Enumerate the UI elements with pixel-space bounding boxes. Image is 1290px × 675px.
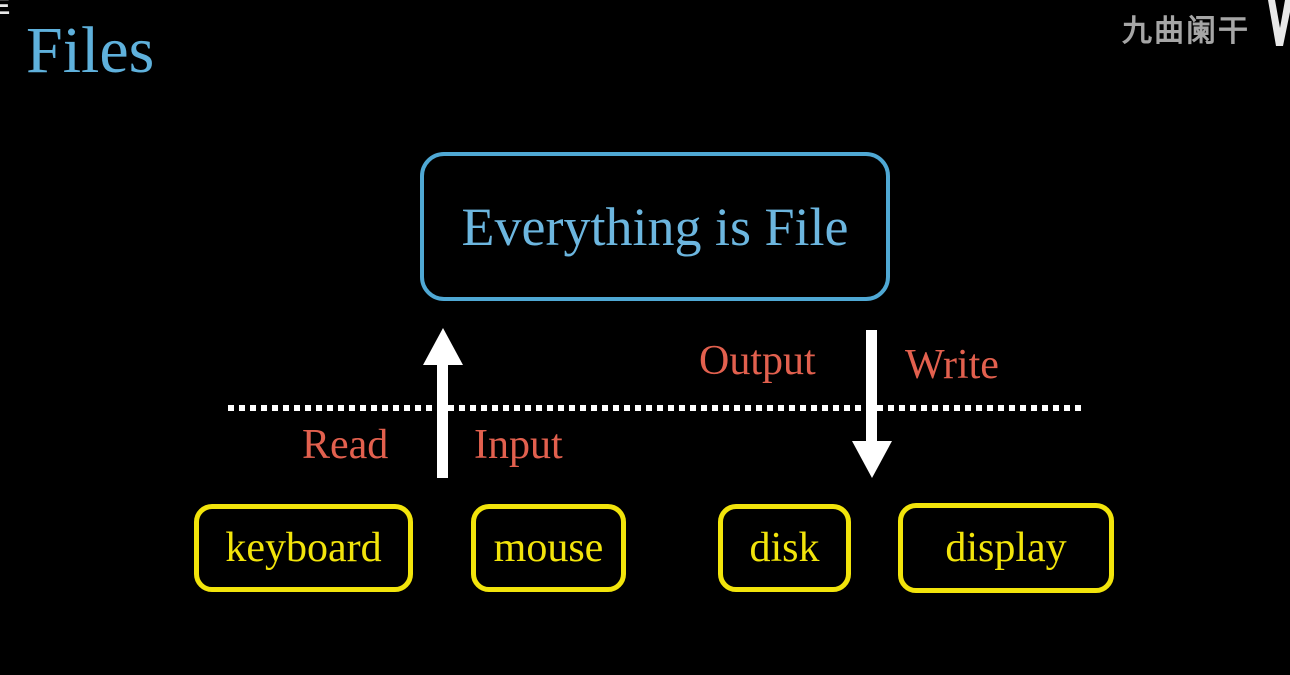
input-arrow-up-head-icon: [423, 328, 463, 365]
watermark-text: 九曲阑干: [1122, 15, 1250, 48]
page-title: Files: [26, 14, 155, 87]
write-label: Write: [905, 342, 999, 388]
device-box-keyboard: keyboard: [194, 504, 413, 592]
device-label-keyboard: keyboard: [225, 525, 382, 571]
output-label: Output: [699, 338, 816, 384]
kernel-boundary-dotted-line: [228, 405, 1085, 411]
output-arrow-down-head-icon: [852, 441, 892, 478]
everything-is-file-label: Everything is File: [461, 196, 849, 257]
read-label: Read: [302, 422, 389, 468]
device-box-display: display: [898, 503, 1114, 593]
device-box-disk: disk: [718, 504, 851, 592]
device-label-mouse: mouse: [493, 525, 604, 571]
device-label-disk: disk: [749, 525, 820, 571]
corner-partial-glyph: E: [0, 0, 11, 20]
input-arrow-up-icon: [437, 362, 448, 478]
device-label-display: display: [945, 525, 1067, 571]
output-arrow-down-icon: [866, 330, 877, 444]
watermark-logo-icon: [1268, 0, 1290, 46]
input-label: Input: [474, 422, 563, 468]
everything-is-file-box: Everything is File: [420, 152, 890, 301]
device-box-mouse: mouse: [471, 504, 626, 592]
